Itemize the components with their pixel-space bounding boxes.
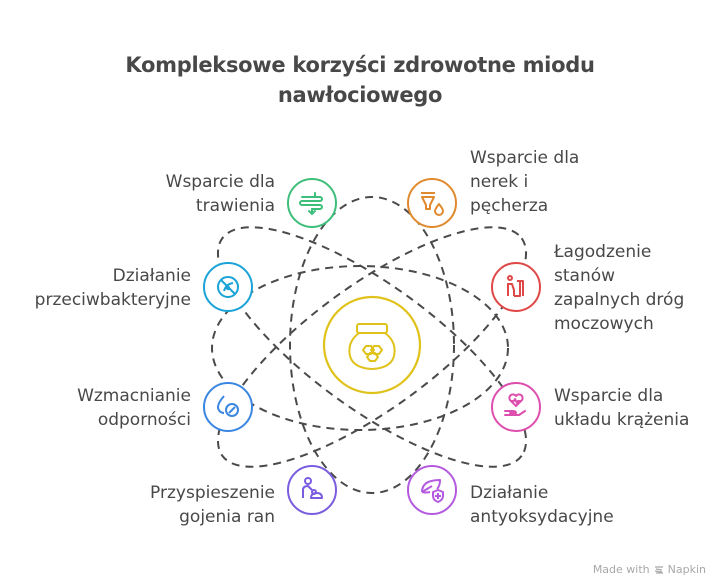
heart-hand-icon: [504, 393, 526, 416]
center-node: [322, 295, 422, 395]
node-immunity: [203, 382, 253, 432]
node-circulation: [491, 382, 541, 432]
caregiver-icon: [302, 477, 323, 499]
drop-percent-icon: [216, 395, 239, 417]
node-digestion: [287, 178, 337, 228]
footer-text: Made with: [592, 563, 650, 576]
bladder-drop-icon: [421, 192, 444, 216]
label-wounds: Przyspieszenie gojenia ran: [150, 483, 275, 527]
intestine-icon: [299, 192, 323, 216]
node-wounds: [287, 465, 337, 515]
node-kidneys: [407, 178, 457, 228]
orbit-vertical: [289, 196, 455, 494]
label-antioxidant: Działanie antyoksydacyjne: [470, 483, 614, 527]
diagram-title: Kompleksowe korzyści zdrowotne miodu naw…: [0, 50, 720, 110]
label-antibacterial: Działanie przeciwbakteryjne: [34, 266, 191, 310]
urinal-person-icon: [507, 275, 524, 297]
title-line-2: nawłociowego: [277, 83, 443, 107]
label-digestion: Wsparcie dla trawienia: [165, 172, 275, 216]
label-kidneys: Wsparcie dla nerek i pęcherza: [470, 148, 580, 216]
honey-jar-icon: [348, 323, 396, 370]
label-immunity: Wzmacnianie odporności: [77, 386, 191, 430]
node-antioxidant: [407, 465, 457, 515]
node-urinary: [491, 262, 541, 312]
label-urinary: Łagodzenie stanów zapalnych dróg moczowy…: [554, 242, 685, 334]
orbit-ellipses: [211, 196, 528, 494]
orbit-diagonal-a: [216, 226, 528, 468]
label-circulation: Wsparcie dla układu krążenia: [554, 386, 690, 430]
footer-attribution: Made with Napkin: [593, 563, 706, 576]
orbit-diagonal-b: [216, 226, 528, 468]
leaf-shield-icon: [421, 479, 444, 503]
title-line-1: Kompleksowe korzyści zdrowotne miodu: [125, 53, 595, 77]
node-antibacterial: [203, 262, 253, 312]
footer-brand: Napkin: [667, 563, 706, 576]
napkin-logo-icon: [654, 565, 663, 574]
no-bacteria-icon: [217, 276, 239, 298]
